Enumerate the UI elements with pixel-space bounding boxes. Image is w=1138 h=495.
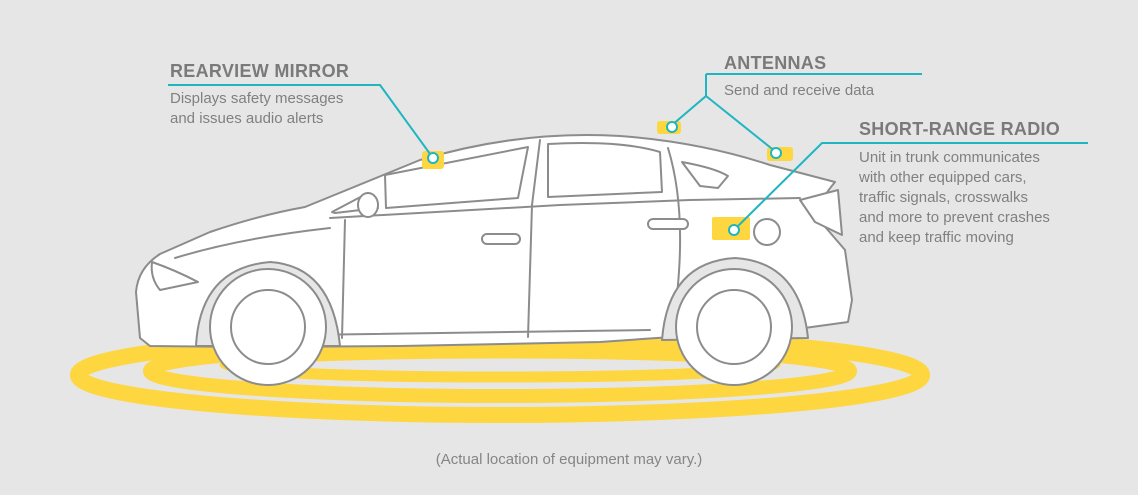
car-headlight xyxy=(150,261,199,291)
rearview-line-2: and issues audio alerts xyxy=(170,110,324,127)
signal-ring-middle xyxy=(143,339,857,403)
rear-wheel-rim xyxy=(696,289,772,365)
radio-line-1: Unit in trunk communicates xyxy=(859,149,1040,166)
front-antenna-dot xyxy=(666,121,678,133)
car-side-mirror xyxy=(357,192,379,218)
antennas-callout: ANTENNAS Send and receive data xyxy=(724,53,874,101)
car-window-windshield xyxy=(384,146,529,209)
mirror-dot xyxy=(427,152,439,164)
radio-dot xyxy=(728,224,740,236)
car-hood-line xyxy=(174,227,331,259)
car-door-handle-front xyxy=(481,233,521,245)
radio-leader-line xyxy=(733,142,1088,231)
car-fuel-cap xyxy=(753,218,781,246)
car-window-front-side xyxy=(547,142,663,198)
front-wheel-rim xyxy=(230,289,306,365)
car-rocker xyxy=(299,329,651,336)
radio-line-3: traffic signals, crosswalks xyxy=(859,189,1028,206)
radio-callout: SHORT-RANGE RADIO Unit in trunk communic… xyxy=(859,119,1060,248)
rearview-callout: REARVIEW MIRROR Displays safety messages… xyxy=(170,61,349,129)
antennas-line-1: Send and receive data xyxy=(724,82,875,99)
radio-line-4: and more to prevent crashes xyxy=(859,209,1050,226)
radio-line-2: with other equipped cars, xyxy=(859,169,1027,186)
rearview-line-1: Displays safety messages xyxy=(170,90,344,107)
antennas-description: Send and receive data xyxy=(724,81,874,101)
antennas-title: ANTENNAS xyxy=(724,53,827,73)
radio-title: SHORT-RANGE RADIO xyxy=(859,119,1061,139)
caption: (Actual location of equipment may vary.) xyxy=(435,451,703,468)
front-wheel xyxy=(209,268,327,386)
radio-line-5: and keep traffic moving xyxy=(859,229,1014,246)
antennas-leader-front xyxy=(671,74,707,126)
rearview-description: Displays safety messages and issues audi… xyxy=(170,89,349,129)
car-door-handle-rear xyxy=(647,218,689,230)
rearview-leader-line xyxy=(168,84,434,159)
car-door-seam-front xyxy=(527,139,541,338)
car-belt-line xyxy=(329,197,801,219)
antennas-leader-rear xyxy=(705,95,777,153)
rear-wheel xyxy=(675,268,793,386)
car-tail-light xyxy=(799,189,843,236)
car-door-seam-a xyxy=(341,219,346,339)
leader-dots xyxy=(427,121,782,236)
rearview-title: REARVIEW MIRROR xyxy=(170,61,350,81)
car-window-rear-quarter xyxy=(681,161,729,189)
rear-antenna-dot xyxy=(770,147,782,159)
leader-lines xyxy=(168,73,1088,231)
radio-description: Unit in trunk communicates with other eq… xyxy=(859,148,1060,248)
